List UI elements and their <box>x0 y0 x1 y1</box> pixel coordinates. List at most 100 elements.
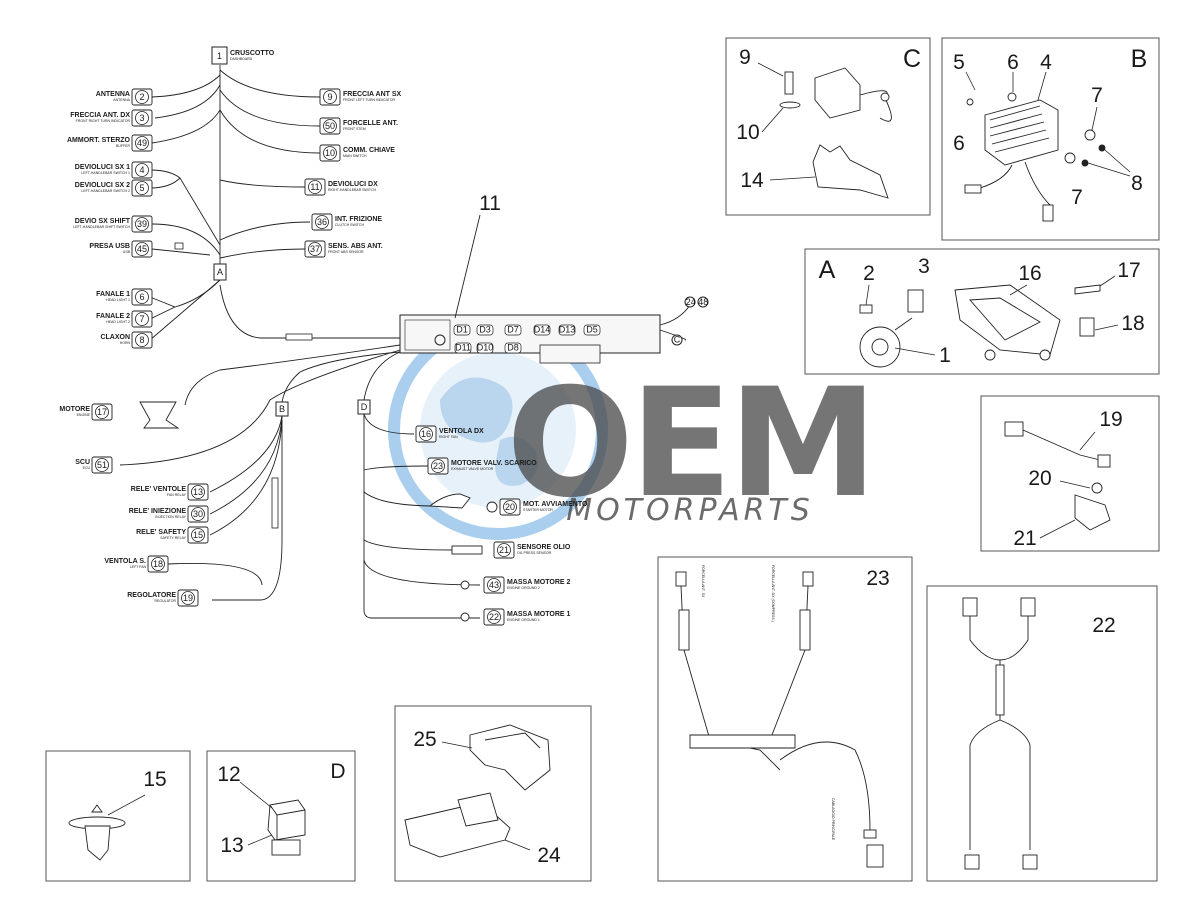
wire-label-num: 9 <box>327 92 332 102</box>
voltage-regulator-icon <box>964 92 1106 222</box>
box-15-num-15: 15 <box>143 768 166 791</box>
box-a-num-17: 17 <box>1117 259 1140 282</box>
box-c-letter: C <box>903 45 921 73</box>
fuse-slot <box>453 324 471 336</box>
wire-label-sub: RIGHT FAN <box>439 435 458 439</box>
wire-label-sub: INJECTION RELAY <box>155 515 186 519</box>
wire-label-text: RELE' INIEZIONE <box>129 508 187 515</box>
wire-label-circle <box>191 528 205 542</box>
wire-label-sub: ECU <box>83 466 91 470</box>
wire-label-sub: HORN <box>120 341 131 345</box>
wire-label-num: 11 <box>310 182 319 192</box>
wire-label-num: 8 <box>139 335 144 345</box>
box-b-num-7a: 7 <box>1091 84 1103 107</box>
wire-label-num: 23 <box>433 461 443 471</box>
parts-box-c: C 9 10 14 <box>725 37 931 216</box>
wire-label-num: 49 <box>137 138 147 148</box>
wire-label-sub: MAIN SWITCH <box>343 154 367 158</box>
wire-label-circle <box>419 427 433 441</box>
wire-label-sub: REGULATOR <box>155 599 177 603</box>
box-25-num-24: 24 <box>537 844 561 867</box>
wire-label-num: 5 <box>139 183 144 193</box>
wire-label-text: MOT. AVVIAMENTO <box>523 501 588 508</box>
junction-a-label: A <box>217 267 223 277</box>
box-a-num-3: 3 <box>918 255 930 278</box>
fuse-slot <box>504 342 522 354</box>
box-b-num-4: 4 <box>1040 51 1052 74</box>
wire-label-num: 13 <box>193 487 203 497</box>
wire-label-text: CLAXON <box>100 334 130 341</box>
parts-box-fork-harness: 23 FORCELLA ANT. SX FORCELLA ANT. DX (CO… <box>657 556 913 882</box>
wire-label-circle <box>151 557 165 571</box>
box-23-text-left-fork: FORCELLA ANT. SX <box>701 565 705 598</box>
horn-icon <box>859 284 1101 368</box>
box-a-num-2: 2 <box>863 262 875 285</box>
box-d-letter: D <box>330 760 345 783</box>
wire-label-circle <box>135 111 149 125</box>
wire-label-num: 21 <box>499 545 509 555</box>
junction-b-label: B <box>279 404 285 414</box>
wire-label-circle <box>135 217 149 231</box>
wire-label-sub: LEFT-HANDLEBAR SWITCH 2 <box>81 189 130 193</box>
label-cruscotto: 1 CRUSCOTTO DASHBOARD <box>211 46 275 65</box>
wire-label-sub: ENGINE GROUND 1 <box>507 618 540 622</box>
wire-label-num: 15 <box>193 530 203 540</box>
fuse-label: D3 <box>479 325 491 335</box>
box-c-num-14: 14 <box>740 169 764 192</box>
box-22-num-22: 22 <box>1092 614 1115 637</box>
wire-label-sub: FAN RELAY <box>167 493 187 497</box>
wire-label-circle <box>135 290 149 304</box>
box-b-num-5: 5 <box>953 51 965 74</box>
wire-label-circle <box>487 610 501 624</box>
wire-label-sub: CLUTCH SWITCH <box>335 223 364 227</box>
motore-connector-icon <box>139 401 180 429</box>
wire-label-circle <box>503 500 517 514</box>
parts-box-a: A 2 3 16 17 18 1 <box>804 248 1160 375</box>
wire-label-num: 4 <box>139 165 144 175</box>
wire-label-text: SENSORE OLIO <box>517 544 571 551</box>
fuse-slot <box>476 324 494 336</box>
wire-label-text: FRECCIA ANT SX <box>343 91 402 98</box>
wire-label-circle <box>323 119 337 133</box>
wire-label-sub: BUFFER <box>116 144 130 148</box>
wire-label-text: DEVIO SX SHIFT <box>75 218 131 225</box>
wire-label-text: ANTENNA <box>96 91 130 98</box>
box-a-num-16: 16 <box>1018 262 1041 285</box>
wire-label-num: 6 <box>139 292 144 302</box>
wire-label-circle <box>135 90 149 104</box>
wire-label-circle <box>95 458 109 472</box>
box-23-num-23: 23 <box>866 567 889 590</box>
wire-label-text: MOTORE <box>59 406 90 413</box>
fuse-label: D14 <box>534 325 551 335</box>
fuse-label: D10 <box>477 343 494 353</box>
wire-label-num: 37 <box>310 244 320 254</box>
wire-label-circle <box>181 591 195 605</box>
parts-box-d: D 12 13 <box>206 750 356 882</box>
wire-label-num: 22 <box>489 612 499 622</box>
harness-tag-24-48-text: 24 48 <box>686 297 709 307</box>
junction-b: B <box>275 401 289 417</box>
wire-label-circle <box>135 312 149 326</box>
wire-label-sub: EXHAUST VALVE MOTOR <box>451 467 494 471</box>
fuse-slot <box>583 324 601 336</box>
wire-label-num: 10 <box>325 148 335 158</box>
wire-label-sub: FRONT STEM <box>343 127 366 131</box>
wire-label-circle <box>95 405 109 419</box>
wire-label-text: PRESA USB <box>89 243 130 250</box>
wire-label-num: 50 <box>325 121 335 131</box>
wire-label-circle <box>323 146 337 160</box>
wire-label-text: AMMORT. STERZO <box>67 137 131 144</box>
junction-a: A <box>213 263 227 281</box>
box-b-num-8: 8 <box>1131 172 1143 195</box>
